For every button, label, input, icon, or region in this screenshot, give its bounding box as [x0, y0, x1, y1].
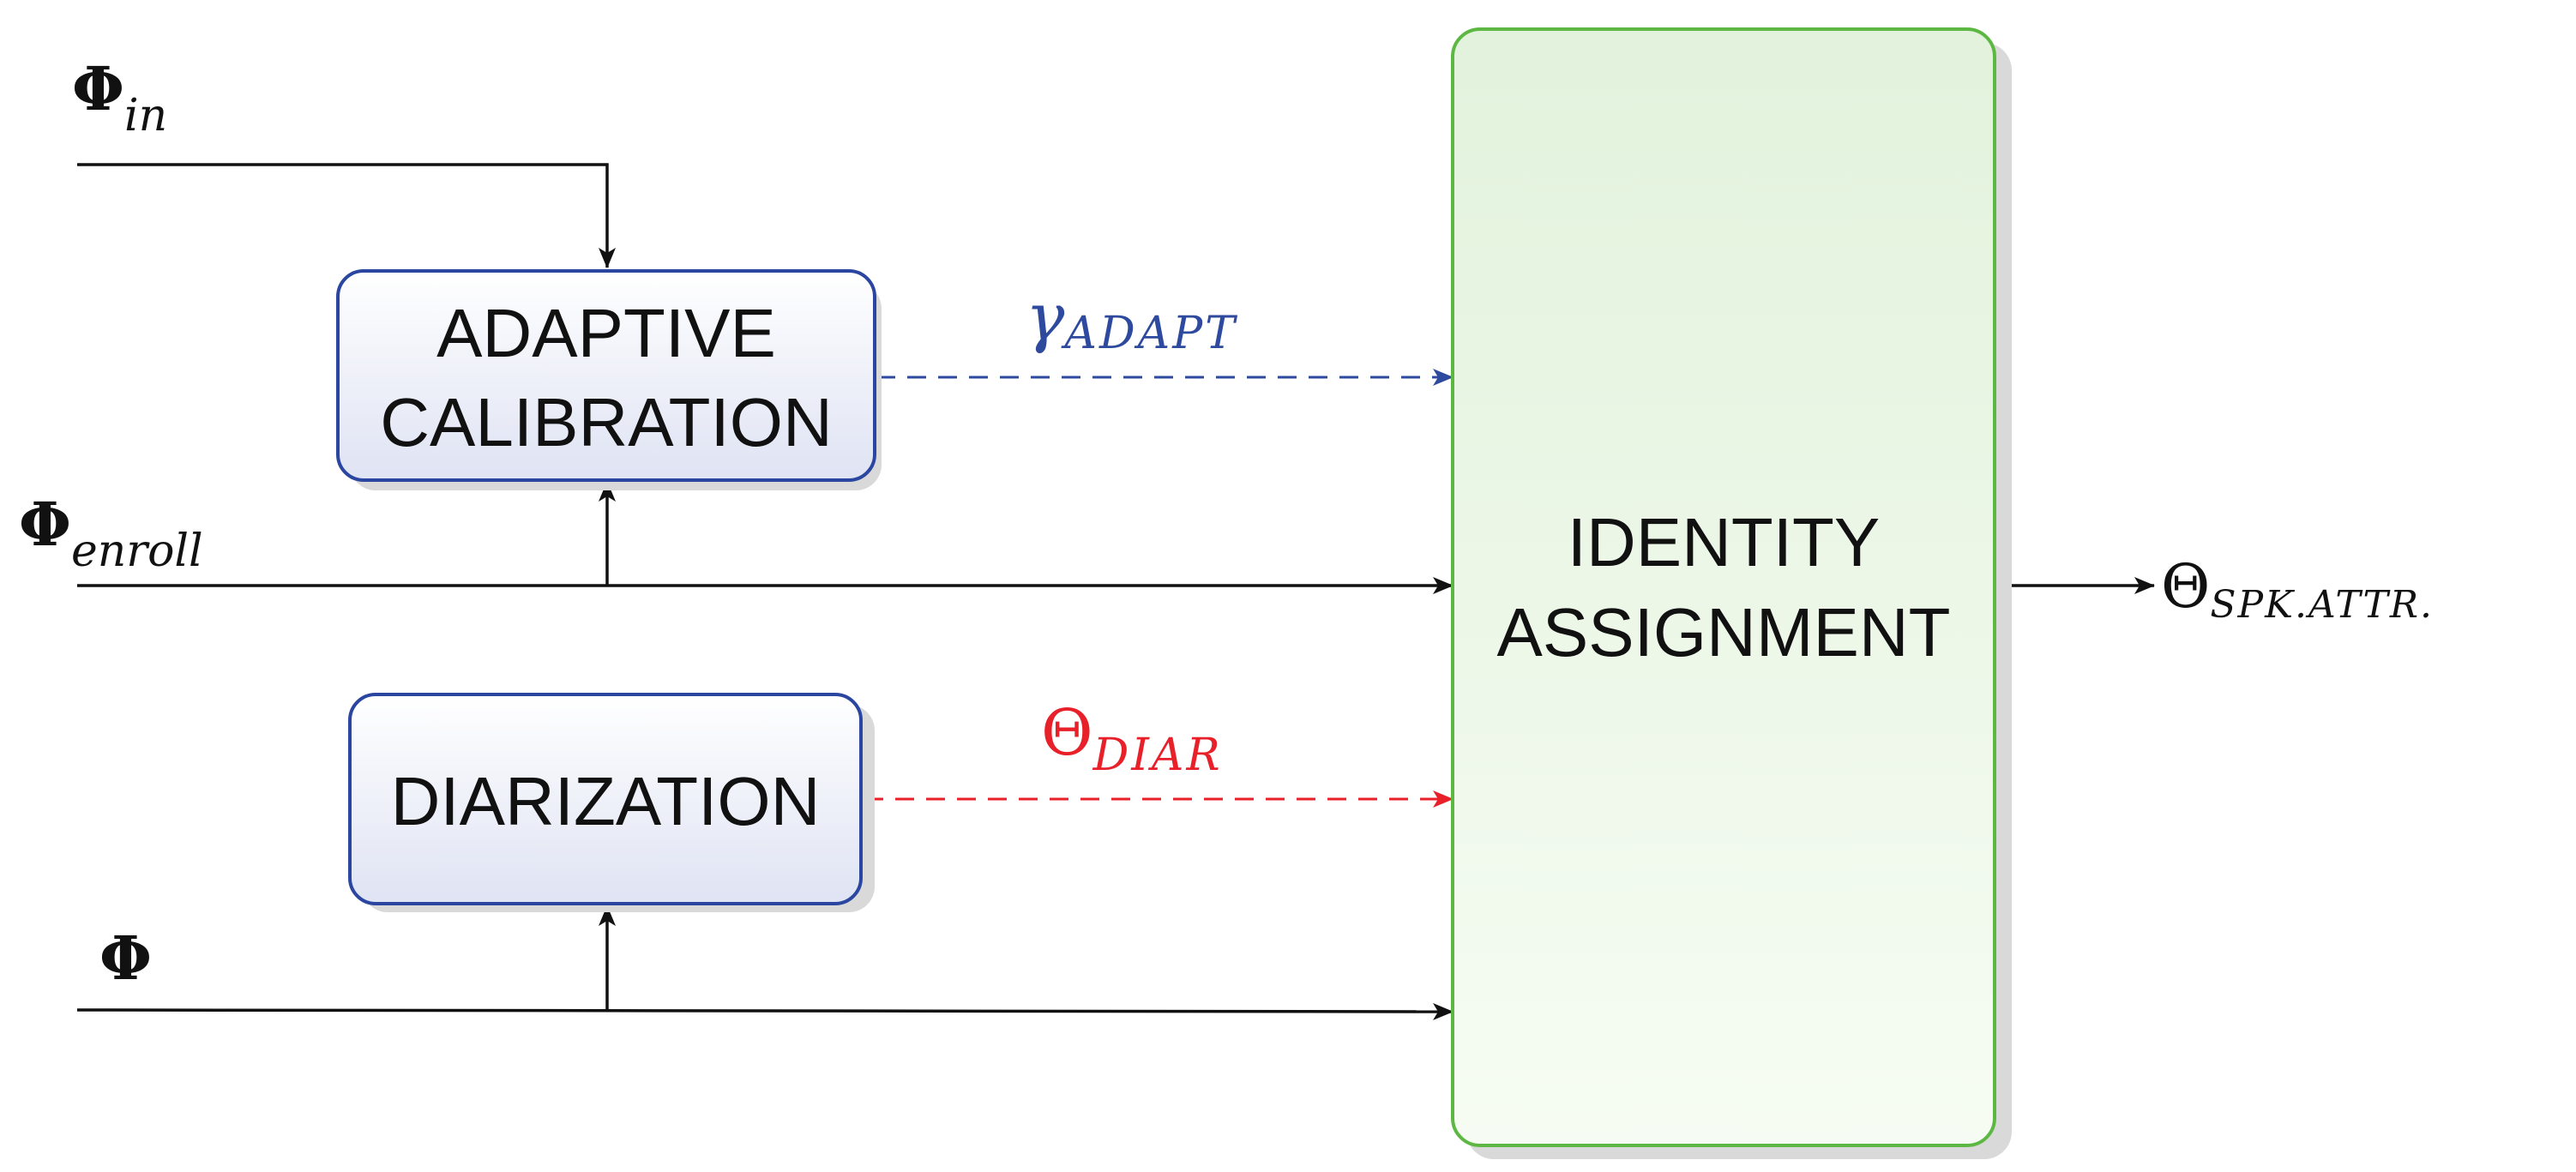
theta-output-label: ΘSPK.ATTR.	[2161, 551, 2434, 627]
theta-diar-subscript: DIAR	[1092, 730, 1223, 781]
gamma-symbol: γ	[1026, 279, 1065, 355]
block-label-line1: IDENTITY	[1568, 504, 1880, 580]
block-label-line2: CALIBRATION	[380, 384, 833, 460]
phi-line	[76, 1002, 1454, 1020]
phi-label: Φ	[99, 923, 152, 994]
adaptive-calibration-block: ADAPTIVE CALIBRATION	[336, 269, 882, 490]
gamma-subscript: ADAPT	[1061, 308, 1237, 359]
phi-in-subscript: in	[124, 90, 167, 141]
phi-enroll-symbol: Φ	[19, 489, 71, 560]
theta-output-subscript: SPK.ATTR.	[2210, 583, 2434, 627]
block-body	[336, 269, 876, 482]
theta-diar-symbol: Θ	[1041, 696, 1093, 770]
phi-enroll-subscript: enroll	[71, 526, 203, 577]
connectors	[76, 163, 2155, 1020]
block-label-line2: ASSIGNMENT	[1497, 594, 1951, 670]
phi-in-label: Φin	[72, 53, 167, 141]
phi-symbol: Φ	[99, 923, 152, 994]
identity-assignment-block: IDENTITY ASSIGNMENT	[1451, 27, 2012, 1159]
phi-in-line	[77, 163, 616, 268]
phi-enroll-label: Φenroll	[19, 489, 203, 577]
block-label-line1: ADAPTIVE	[436, 295, 776, 371]
block-body	[348, 693, 863, 905]
diarization-block: DIARIZATION	[348, 693, 875, 912]
block-label: DIARIZATION	[391, 763, 821, 839]
gamma-adapt-label: γADAPT	[1026, 279, 1237, 359]
block-body	[1451, 27, 1996, 1147]
theta-output-symbol: Θ	[2161, 551, 2210, 622]
theta-diar-label: ΘDIAR	[1041, 696, 1223, 781]
phi-in-symbol: Φ	[72, 53, 124, 124]
